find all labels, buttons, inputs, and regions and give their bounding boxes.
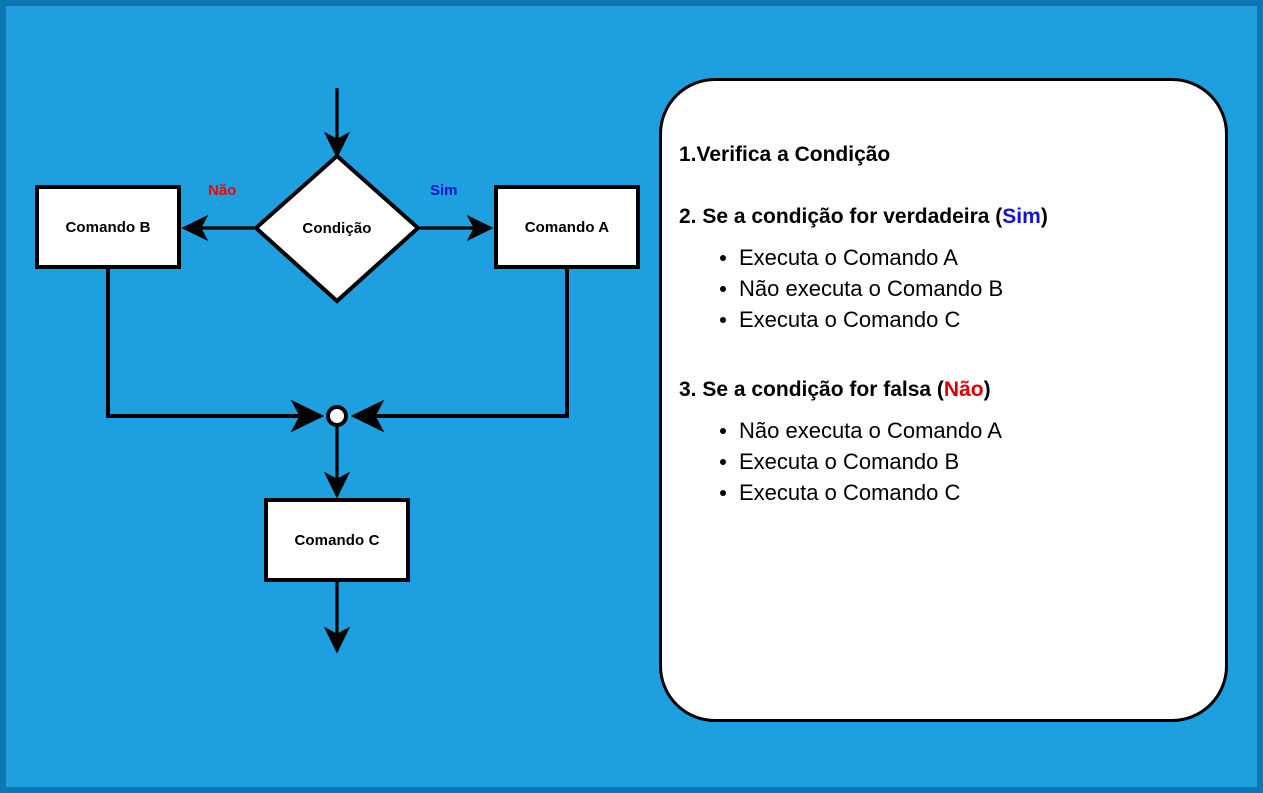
edge-comando-a-to-merge bbox=[350, 267, 569, 433]
panel-heading-2-suffix: ) bbox=[1040, 205, 1048, 229]
node-condition-shape bbox=[253, 153, 421, 304]
list-item: Executa o Comando A bbox=[679, 242, 1209, 273]
panel-list-false-branch: Não executa o Comando A Executa o Comand… bbox=[679, 415, 1209, 508]
list-item: Executa o Comando B bbox=[679, 446, 1209, 477]
node-comando-c-shape bbox=[264, 498, 410, 582]
panel-heading-3-keyword: Não bbox=[943, 378, 984, 402]
panel-heading-2: 2. Se a condição for verdadeira (Sim) bbox=[679, 205, 1209, 228]
list-item: Não executa o Comando A bbox=[679, 415, 1209, 446]
panel-heading-3-prefix: 3. Se a condição for falsa ( bbox=[679, 378, 944, 402]
edge-label-nao: Não bbox=[208, 182, 237, 199]
node-comando-b-shape bbox=[35, 185, 181, 269]
edge-comando-b-to-merge bbox=[106, 267, 325, 433]
node-merge-junction bbox=[326, 405, 348, 427]
panel-list-true-branch: Executa o Comando A Não executa o Comand… bbox=[679, 242, 1209, 335]
panel-heading-3-suffix: ) bbox=[983, 378, 991, 402]
edge-label-sim: Sim bbox=[430, 182, 458, 199]
panel-heading-1: 1.Verifica a Condição bbox=[679, 143, 891, 166]
panel-heading-3: 3. Se a condição for falsa (Não) bbox=[679, 378, 1209, 401]
panel-heading-2-keyword: Sim bbox=[1002, 205, 1041, 229]
explanation-panel-content: 1.Verifica a Condição 2. Se a condição f… bbox=[679, 143, 1209, 508]
list-item: Executa o Comando C bbox=[679, 304, 1209, 335]
node-comando-a-shape bbox=[494, 185, 640, 269]
list-item: Executa o Comando C bbox=[679, 477, 1209, 508]
list-item: Não executa o Comando B bbox=[679, 273, 1209, 304]
explanation-panel: 1.Verifica a Condição 2. Se a condição f… bbox=[659, 78, 1228, 722]
flowchart-graphics bbox=[35, 88, 640, 654]
panel-heading-2-prefix: 2. Se a condição for verdadeira ( bbox=[679, 205, 1003, 229]
